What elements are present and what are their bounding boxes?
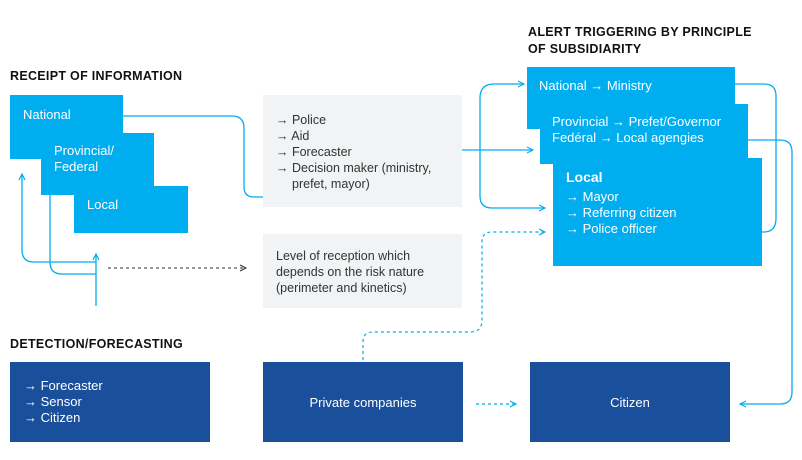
reception-note-line: depends on the risk nature [276,265,425,279]
reception-note-line: Level of reception which [276,249,411,263]
alert-heading-line1: ALERT TRIGGERING BY PRINCIPLE [528,25,752,39]
receivers-box: → Police → Aid → Forecaster → Decision m… [263,95,462,207]
alert-national-label: National → Ministry [539,78,652,93]
receiver-item: prefet, mayor) [292,177,370,191]
detection-source-item: → Sensor [24,394,82,409]
receipt-provincial-label-1: Provincial/ [54,143,114,158]
receipt-national-label: National [23,107,71,122]
alert-provincial-label-2: Fedéral → Local agengies [552,130,704,145]
alert-local-box: Local → Mayor → Referring citizen → Poli… [553,158,762,266]
private-companies-box: Private companies [263,362,463,442]
receiver-item: → Police [276,113,327,127]
receipt-provincial-box: Provincial/ Federal [41,133,154,195]
alert-provincial-label-1: Provincial → Prefet/Governor [552,114,722,129]
detection-heading: DETECTION/FORECASTING [10,337,183,351]
receiver-item: → Forecaster [276,145,352,159]
alert-local-item: → Police officer [566,221,657,236]
receiver-item: → Decision maker (ministry, [276,161,432,175]
alert-local-item: → Referring citizen [566,205,677,220]
receiver-item: → Aid [276,129,310,143]
detection-sources-box: → Forecaster → Sensor → Citizen [10,362,210,442]
alert-heading: ALERT TRIGGERING BY PRINCIPLE OF SUBSIDI… [528,24,752,58]
receipt-local-box: Local [74,186,188,233]
alert-provincial-box: Provincial → Prefet/Governor Fedéral → L… [540,104,748,164]
receipt-heading: RECEIPT OF INFORMATION [10,69,183,83]
reception-note-box: Level of reception which depends on the … [263,234,462,308]
detection-source-item: → Forecaster [24,378,103,393]
detection-source-item: → Citizen [24,410,81,425]
alert-heading-line2: OF SUBSIDIARITY [528,42,642,56]
receipt-provincial-label-2: Federal [54,159,99,174]
alert-local-item: → Mayor [566,189,619,204]
citizen-label: Citizen [610,394,650,410]
reception-note-line: (perimeter and kinetics) [276,281,407,295]
private-companies-label: Private companies [309,394,417,410]
citizen-box: Citizen [530,362,730,442]
alert-local-title: Local [566,169,603,185]
receipt-local-label: Local [87,197,119,212]
